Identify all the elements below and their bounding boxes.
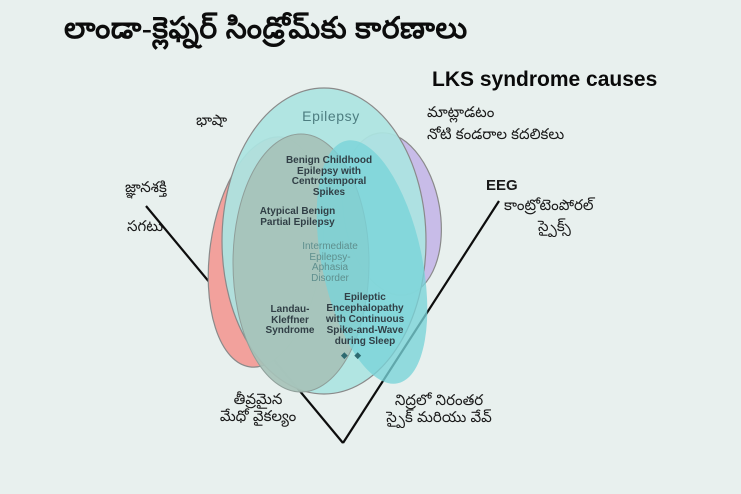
benign-childhood-epilepsy-label: Benign Childhood Epilepsy with Centrotem… bbox=[285, 155, 373, 198]
language-label: భాషా bbox=[196, 112, 228, 129]
diamond-markers: ◆ ◆ bbox=[340, 350, 364, 360]
csws-inner-ellipse bbox=[316, 140, 428, 384]
epilepsy-label: Epilepsy bbox=[302, 108, 360, 124]
epileptic-encephalopathy-csws-label: Epileptic Encephalopathy with Continuous… bbox=[325, 292, 405, 347]
mouth-muscle-movements-label: నోటి కండరాల కదలికలు bbox=[427, 126, 565, 143]
atypical-benign-partial-epilepsy-label: Atypical Benign Partial Epilepsy bbox=[259, 206, 336, 228]
landau-kleffner-syndrome-label: Landau- Kleffner Syndrome bbox=[265, 304, 315, 336]
intermediate-epilepsy-aphasia-label: Intermediate Epilepsy- Aphasia Disorder bbox=[302, 241, 358, 284]
centrotemporal-label: కాంట్రోటెంపోరల్ bbox=[504, 197, 594, 214]
eeg-label: EEG bbox=[486, 177, 518, 194]
average-label: సగటు bbox=[127, 218, 164, 235]
spikes-label: స్పైక్స్ bbox=[538, 218, 571, 235]
speaking-label: మాట్లాడటం bbox=[427, 104, 495, 121]
severe-intellectual-disability-label: తీవ్రమైన మేధో వైకల్యం bbox=[219, 391, 297, 426]
page-title: లాండా-క్లెఫ్నర్ సిండ్రోమ్‌కు కారణాలు bbox=[64, 12, 468, 45]
page-subtitle: LKS syndrome causes bbox=[432, 68, 658, 91]
cognition-label: జ్ఞానశక్తి bbox=[125, 179, 167, 196]
continuous-spike-wave-sleep-label: నిద్రలో నిరంతర స్పైక్ మరియు వేవ్ bbox=[386, 392, 492, 427]
